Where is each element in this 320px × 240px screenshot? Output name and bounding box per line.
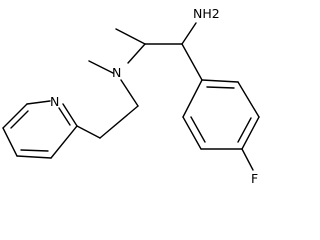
benzene-bond-c5-c6 [182, 116, 202, 150]
bond-methyl-ch [115, 28, 146, 45]
pyridine-bond-c4-c3 [16, 155, 52, 159]
benzene-double-c1-c2 [206, 86, 235, 89]
pyridine-bond-c6-c5 [2, 103, 28, 129]
benzene-bond-c1-c2 [201, 79, 239, 83]
bond-ch-n [127, 43, 146, 64]
pyridine-bond-c5-c4 [2, 127, 18, 157]
benzene-bond-c6-c1 [182, 79, 203, 118]
benzene-bond-c3-c4 [241, 116, 260, 150]
bond-c-f [241, 148, 254, 171]
pyridine-bond-c3-c2 [50, 125, 78, 159]
benzene-double-c5-c6 [190, 116, 206, 143]
tertiary-amine-label: N [112, 65, 121, 80]
chemical-structure-diagram: NH2 N N F [2, 6, 260, 186]
bond-ch2-ch2 [99, 105, 139, 139]
pyridine-double-c2-n1 [58, 107, 71, 126]
pyridine-double-c4-c3 [20, 149, 49, 152]
bond-n-ch2 [120, 79, 139, 107]
pyridine-nitrogen-label: N [50, 94, 59, 109]
pyridine-bond-c2-n1 [62, 103, 78, 127]
bond-ch-aryl [181, 43, 203, 81]
benzene-bond-c2-c3 [237, 81, 260, 118]
pyridine-double-c6-c5 [10, 110, 29, 129]
bond-n-methyl [88, 60, 114, 74]
fluorine-label: F [251, 171, 258, 186]
amine-label: NH2 [193, 6, 220, 21]
bond-ch-nh2 [181, 22, 197, 45]
pyridine-bond-n1-c6 [26, 100, 51, 105]
bond-ch2-pyridine [76, 125, 101, 139]
benzene-double-c3-c4 [237, 117, 252, 143]
